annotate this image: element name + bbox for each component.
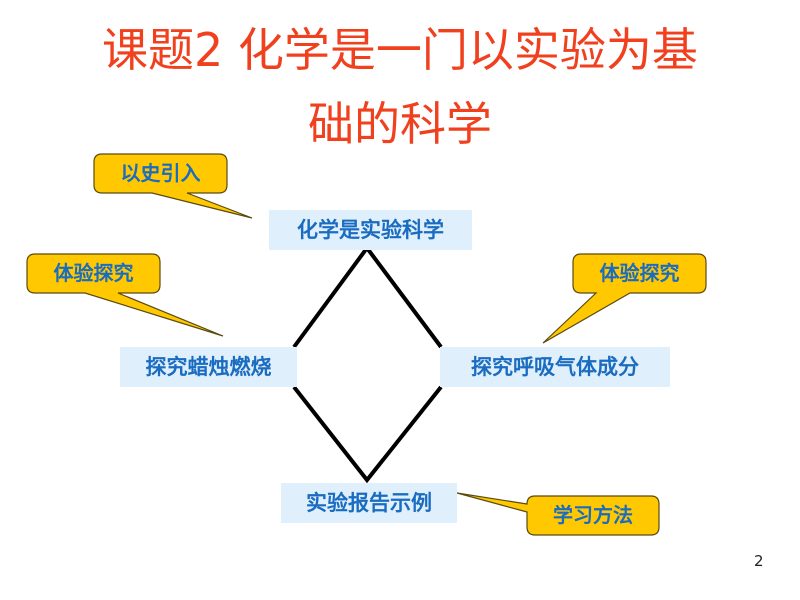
callout-right-shape [542, 253, 707, 344]
node-right: 探究呼吸气体成分 [440, 347, 670, 387]
callout-experience-left: 体验探究 [53, 261, 134, 285]
diamond-lower-edge [292, 385, 443, 484]
node-top: 化学是实验科学 [269, 210, 472, 250]
diamond-upper-edge [292, 244, 443, 349]
node-bottom: 实验报告示例 [281, 483, 457, 523]
page-number: 2 [754, 552, 764, 570]
slide-title-line2: 础的科学 [308, 97, 492, 151]
node-left: 探究蜡烛燃烧 [120, 347, 297, 387]
callout-method-shape [456, 492, 660, 536]
callout-method: 学习方法 [553, 503, 633, 527]
callout-history-shape [93, 153, 253, 219]
callout-left-shape [26, 253, 224, 337]
callout-history: 以史引入 [120, 161, 201, 185]
callout-experience-right: 体验探究 [599, 261, 680, 285]
slide-title-line1: 课题2 化学是一门以实验为基 [102, 23, 698, 77]
